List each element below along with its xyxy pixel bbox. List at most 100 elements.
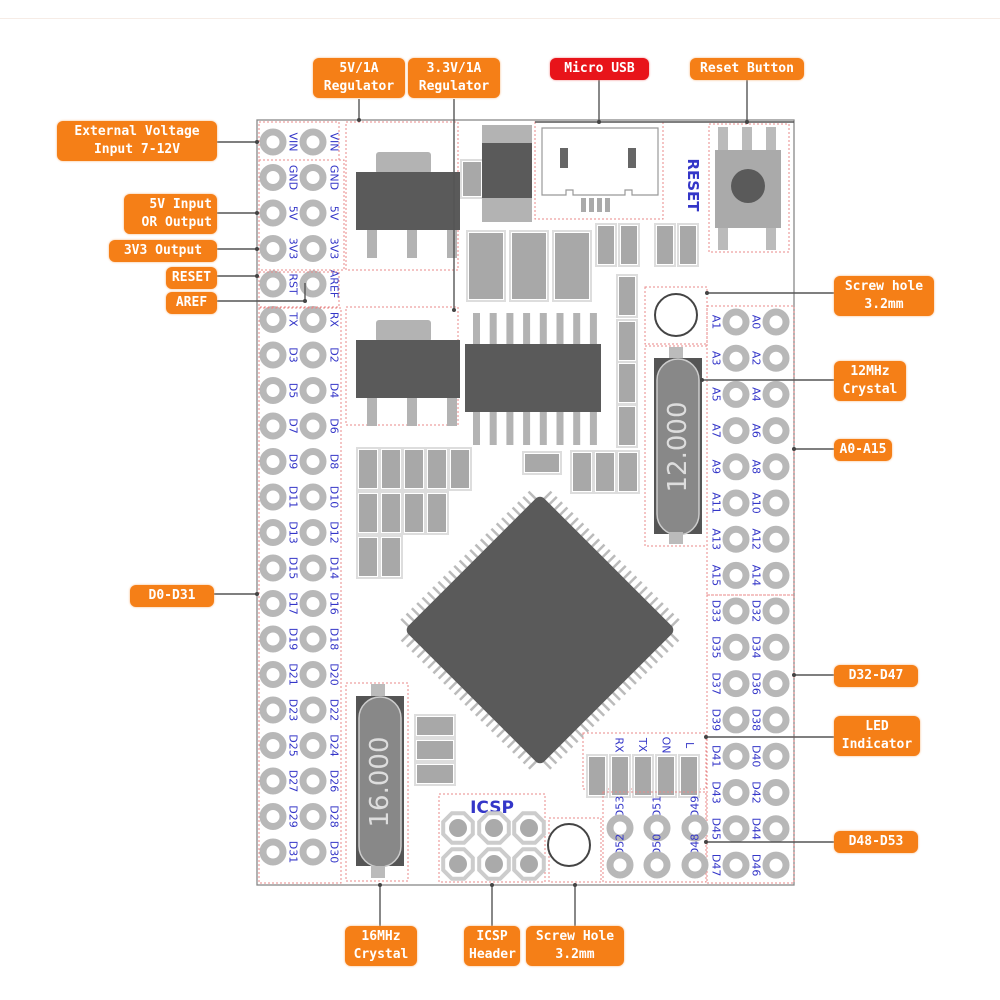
leader-dot: [792, 447, 796, 451]
mcu-pin: [496, 727, 507, 738]
pin-pad: [762, 633, 790, 661]
mcu-pin: [427, 658, 438, 669]
callout-aref: AREF: [166, 292, 217, 314]
pin-pad: [722, 344, 750, 372]
pin-label-d17: D17: [287, 592, 300, 614]
regulator-5v-leg: [367, 230, 377, 258]
mcu-pin: [406, 637, 417, 648]
pin-pad: [762, 525, 790, 553]
led-label-on: ON: [660, 737, 673, 754]
pin-pad: [762, 417, 790, 445]
mcu-pin: [527, 490, 538, 501]
pin-label-d15: D15: [287, 557, 300, 579]
pin-pad: [259, 448, 287, 475]
pin-pad: [762, 851, 790, 879]
ic-pin: [473, 410, 480, 445]
pin-label-d29: D29: [287, 805, 300, 827]
pin-label-d21: D21: [287, 663, 300, 685]
smd-component: [619, 277, 635, 315]
pin-pad: [762, 453, 790, 481]
pin-pad: [259, 590, 287, 617]
pin-label-d50: D50: [651, 834, 664, 856]
mcu-pin: [648, 596, 659, 608]
pin-pad: [762, 706, 790, 734]
pin-label-d27: D27: [287, 770, 300, 792]
mcu-pin: [642, 591, 654, 602]
pin-pad: [722, 742, 750, 770]
mcu-pin: [459, 690, 470, 701]
pin-label-d35: D35: [710, 636, 723, 658]
pin-label-d41: D41: [710, 745, 723, 767]
smd-component: [512, 233, 546, 299]
regulator-3v3-leg: [367, 398, 377, 426]
leader-dot: [597, 120, 601, 124]
pin-label-a14: A14: [750, 565, 763, 587]
smd-component: [525, 454, 559, 472]
ic-pin: [539, 410, 547, 445]
smd-component: [417, 717, 453, 735]
mcu-pin: [573, 727, 584, 738]
diode-core: [482, 143, 532, 198]
pin-pad: [681, 851, 709, 879]
mcu-pin: [411, 642, 422, 653]
pin-label-a0: A0: [750, 315, 763, 330]
mcu-pin: [642, 658, 653, 669]
smd-component: [382, 538, 400, 576]
regulator-3v3-leg: [407, 398, 417, 426]
d48-d53-outline: [602, 791, 707, 883]
smd-component: [417, 741, 453, 759]
mcu-pin: [568, 732, 579, 744]
digital-pins-outline: [258, 307, 342, 884]
pin-pad: [259, 803, 287, 830]
pin-label-a10: A10: [750, 492, 763, 514]
pin-pad: [722, 815, 750, 843]
pin-pad: [722, 525, 750, 553]
pin-pad: [259, 199, 287, 227]
mcu-pin: [511, 506, 522, 517]
pin-pad: [722, 706, 750, 734]
mcu-pin: [437, 669, 449, 680]
pin-label-d20: D20: [328, 663, 341, 685]
smd-component: [555, 233, 589, 299]
leader-dot: [452, 308, 456, 312]
reset-button-leg: [718, 127, 728, 151]
mcu-pin: [485, 716, 496, 728]
pin-label-d30: D30: [328, 841, 341, 863]
pin-pad: [299, 732, 327, 759]
pin-label-a12: A12: [750, 528, 763, 550]
pin-label-d34: D34: [750, 636, 763, 658]
crystal-16-lead: [371, 866, 385, 878]
pin-label-d6: D6: [328, 418, 341, 433]
smd-component: [619, 407, 635, 445]
mcu-pin: [485, 533, 496, 544]
ic-pin: [523, 313, 531, 348]
leader-dot: [357, 118, 361, 122]
micro-usb-pin: [605, 198, 610, 212]
mcu-pin: [517, 501, 528, 512]
mcu-pin: [542, 490, 553, 501]
crystal-12-lead: [669, 532, 683, 544]
pin-label-d19: D19: [287, 628, 300, 650]
smd-component: [619, 322, 635, 360]
crystal-16-label: 16.000: [365, 737, 395, 828]
mcu-pin: [589, 711, 600, 722]
pin-pad: [299, 696, 327, 724]
pin-label-d42: D42: [750, 781, 763, 803]
pin-pad: [259, 696, 287, 724]
mcu-pin: [464, 695, 475, 707]
reset-switch-label: RESET: [684, 158, 702, 212]
pin-pad: [722, 489, 750, 517]
pin-label-d32: D32: [750, 600, 763, 622]
mcu-pin: [490, 527, 501, 539]
pin-label-rx: RX: [328, 312, 341, 328]
callout-d48-d53: D48-D53: [834, 831, 918, 853]
mcu-pin: [616, 685, 627, 696]
mcu-pin: [547, 496, 558, 507]
pin-label-3v3: 3V3: [287, 238, 300, 260]
leader-dot: [255, 211, 259, 215]
mcu-pin: [432, 586, 443, 597]
pin-pad: [762, 308, 790, 336]
